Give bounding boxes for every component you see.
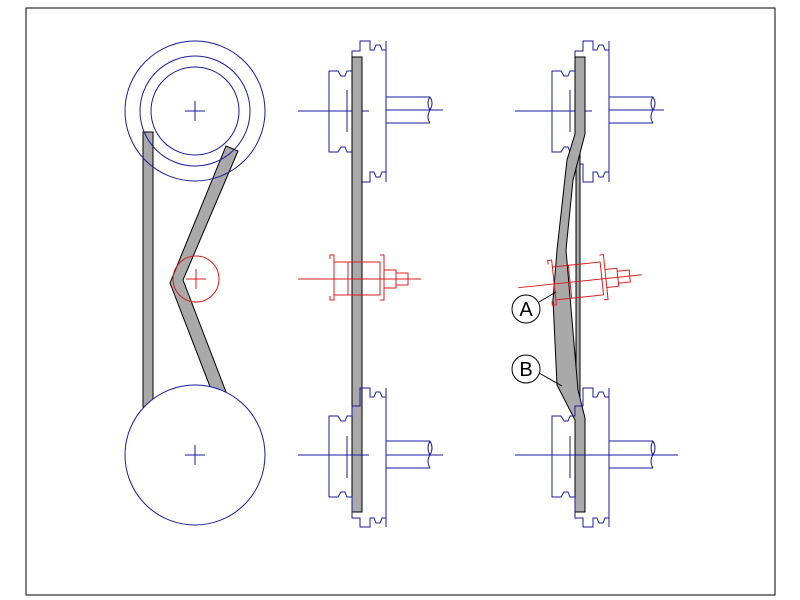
side2-upper-pulley xyxy=(515,40,664,183)
upper-pulley-outer xyxy=(124,40,266,182)
callout-b-label: B xyxy=(519,359,532,381)
upper-pulley-middle xyxy=(139,55,251,167)
front-view xyxy=(124,40,266,526)
drawing-frame xyxy=(25,7,776,596)
side-view-misaligned: A B xyxy=(511,40,678,528)
side2-belt-twisted xyxy=(552,56,586,513)
side-view-aligned xyxy=(298,40,443,528)
callout-a-label: A xyxy=(519,299,533,321)
callout-a: A xyxy=(511,291,557,324)
side2-belt-ideal xyxy=(575,131,581,403)
side2-idler xyxy=(518,254,642,306)
side1-upper-pulley xyxy=(298,40,443,183)
side1-lower-pulley xyxy=(298,387,443,528)
side1-idler xyxy=(298,254,421,301)
belt-right-run xyxy=(169,145,239,398)
side1-belt xyxy=(351,56,363,513)
idler-pulley xyxy=(172,255,220,303)
upper-pulley-center-mark xyxy=(185,101,205,121)
belt-left-run xyxy=(142,131,154,408)
idler-center-mark xyxy=(186,269,206,289)
callout-b: B xyxy=(511,354,563,387)
lower-pulley-center-mark xyxy=(185,445,205,465)
side2-lower-pulley xyxy=(515,387,678,528)
